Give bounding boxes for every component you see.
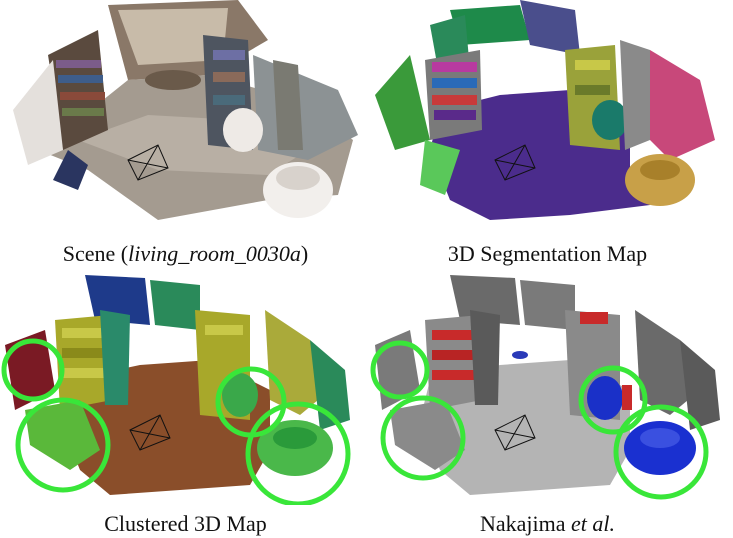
segmentation-panel xyxy=(370,0,725,235)
highlight-circle xyxy=(1,338,65,402)
nakajima-point-cloud xyxy=(370,275,720,500)
highlight-circle xyxy=(15,397,111,493)
segmentation-caption: 3D Segmentation Map xyxy=(447,241,648,266)
scene-caption: Scene (living_room_0030a) xyxy=(62,241,309,266)
scene-panel xyxy=(8,0,363,235)
nakajima-caption: Nakajima et al. xyxy=(479,511,616,536)
clustered-caption: Clustered 3D Map xyxy=(104,511,267,536)
nakajima-panel xyxy=(370,270,730,505)
clustered-panel xyxy=(0,270,365,505)
highlight-circle xyxy=(380,395,466,481)
highlight-circle xyxy=(245,401,351,505)
highlight-circle xyxy=(613,404,709,500)
scene-point-cloud xyxy=(13,0,358,220)
segmentation-point-cloud xyxy=(375,0,715,220)
highlight-circle xyxy=(578,365,648,435)
clustered-point-cloud xyxy=(1,275,351,505)
highlight-circle xyxy=(370,340,430,400)
